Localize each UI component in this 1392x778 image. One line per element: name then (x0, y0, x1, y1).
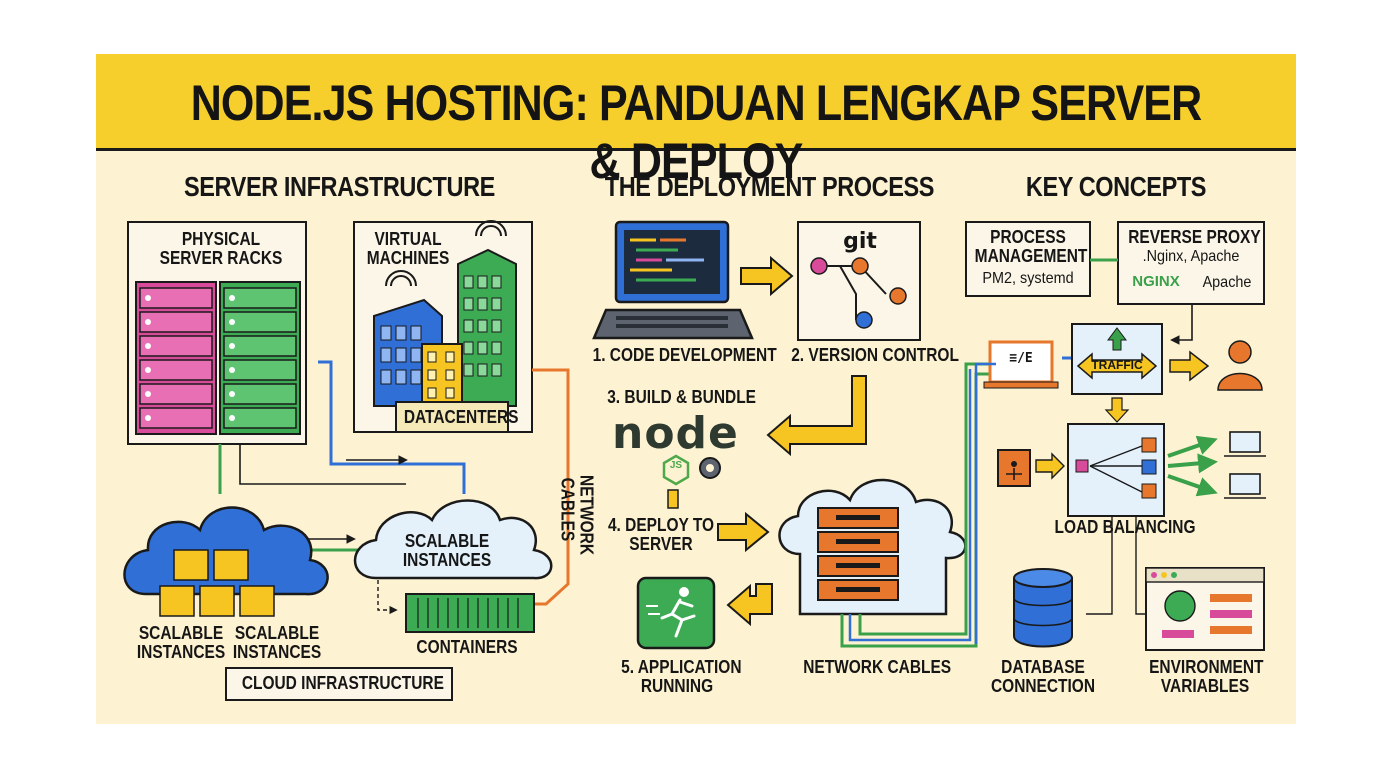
label-process-sub: PM2, systemd (982, 270, 1074, 287)
section-infrastructure: SERVER INFRASTRUCTURE (184, 171, 495, 202)
label-network-cables-vertical: NETWORK CABLES (557, 475, 597, 556)
building-yellow-icon (421, 343, 463, 407)
label-step4: 4. DEPLOY TO SERVER (607, 515, 715, 555)
traffic-label: TRAFFIC (1091, 358, 1143, 372)
label-cloud-infrastructure: CLOUD INFRASTRUCTURE (241, 673, 444, 693)
building-green-icon (457, 248, 517, 407)
label-datacenters: DATACENTERS (403, 407, 519, 427)
client-laptops-icon (1224, 431, 1266, 499)
arrow-down-small-icon (1104, 397, 1130, 423)
gear-icon (699, 457, 721, 479)
arrow-down-left-icon (766, 375, 867, 457)
container-icon (405, 593, 535, 633)
node-logo-text: node (612, 408, 739, 459)
arrow-right-3-icon (1169, 350, 1210, 382)
router-icon (997, 449, 1031, 487)
label-containers: CONTAINERS (416, 637, 518, 657)
git-logo-text: git (843, 229, 877, 254)
connector-block-icon (667, 489, 679, 509)
label-reverse-proxy: REVERSE PROXY (1128, 227, 1261, 247)
arrow-right-4-icon (1035, 452, 1065, 480)
nginx-logo-text: NGINX (1132, 273, 1180, 290)
arrow-up-left-icon (726, 583, 773, 627)
fan-out-arrows-icon (1167, 435, 1218, 497)
load-balancer-icon (1067, 423, 1165, 517)
database-icon (1013, 568, 1073, 648)
apache-logo-text: Apache (1202, 274, 1252, 291)
arrow-right-2-icon (717, 511, 770, 553)
label-step2: 2. VERSION CONTROL (791, 345, 959, 365)
section-concepts: KEY CONCEPTS (1025, 171, 1207, 202)
diagram-art (123, 220, 1266, 701)
section-deployment: THE DEPLOYMENT PROCESS (604, 171, 935, 202)
reverse-proxy-box (1117, 221, 1265, 305)
label-env-vars: ENVIRONMENT VARIABLES (1149, 657, 1264, 697)
virtual-machines-panel (353, 220, 533, 433)
title-banner: NODE.JS HOSTING: PANDUAN LENGKAP SERVER … (96, 54, 1296, 189)
label-scalable-instances-b: SCALABLE INSTANCES (232, 623, 322, 663)
server-cloud-icon (778, 478, 967, 616)
js-badge-text: JS (669, 460, 683, 471)
label-virtual-machines: VIRTUAL MACHINES (366, 229, 450, 269)
physical-server-racks-panel (127, 221, 307, 445)
terminal-glyph-text: ≡/E (1009, 351, 1033, 366)
runner-icon (636, 576, 716, 650)
laptop-icon (592, 220, 754, 340)
label-load-balancing: LOAD BALANCING (1054, 517, 1196, 537)
cable-arrow-icon (302, 534, 398, 615)
git-panel-icon (797, 221, 921, 341)
antenna-icon (385, 220, 507, 287)
label-proxy-sub: .Nginx, Apache (1142, 248, 1240, 265)
page-title: NODE.JS HOSTING: PANDUAN LENGKAP SERVER … (190, 75, 1202, 189)
label-step5: 5. APPLICATION RUNNING (621, 657, 742, 697)
label-step3: 3. BUILD & BUNDLE (607, 387, 756, 407)
rack-pink-icon (135, 281, 217, 435)
label-scalable-instances-cloud: SCALABLE INSTANCES (402, 531, 492, 571)
cloud-white-icon (353, 499, 553, 580)
terminal-icon (983, 340, 1059, 389)
label-database-connection: DATABASE CONNECTION (990, 657, 1096, 697)
rack-green-icon (219, 281, 301, 435)
arrow-right-1-icon (740, 255, 794, 297)
cubes-icon (159, 549, 275, 617)
label-scalable-instances-a: SCALABLE INSTANCES (136, 623, 226, 663)
label-network-cables-mid: NETWORK CABLES (803, 657, 952, 677)
label-physical-server-racks: PHYSICAL SERVER RACKS (159, 229, 283, 269)
js-hexagon-icon (662, 454, 690, 486)
cloud-infrastructure-box (225, 667, 453, 701)
env-window-icon (1145, 567, 1265, 651)
label-process-management: PROCESS MANAGEMENT (974, 227, 1088, 267)
poster: NODE.JS HOSTING: PANDUAN LENGKAP SERVER … (96, 54, 1296, 724)
label-step1: 1. CODE DEVELOPMENT (592, 345, 777, 365)
traffic-panel-icon (1071, 323, 1163, 395)
user-icon (1217, 340, 1263, 391)
